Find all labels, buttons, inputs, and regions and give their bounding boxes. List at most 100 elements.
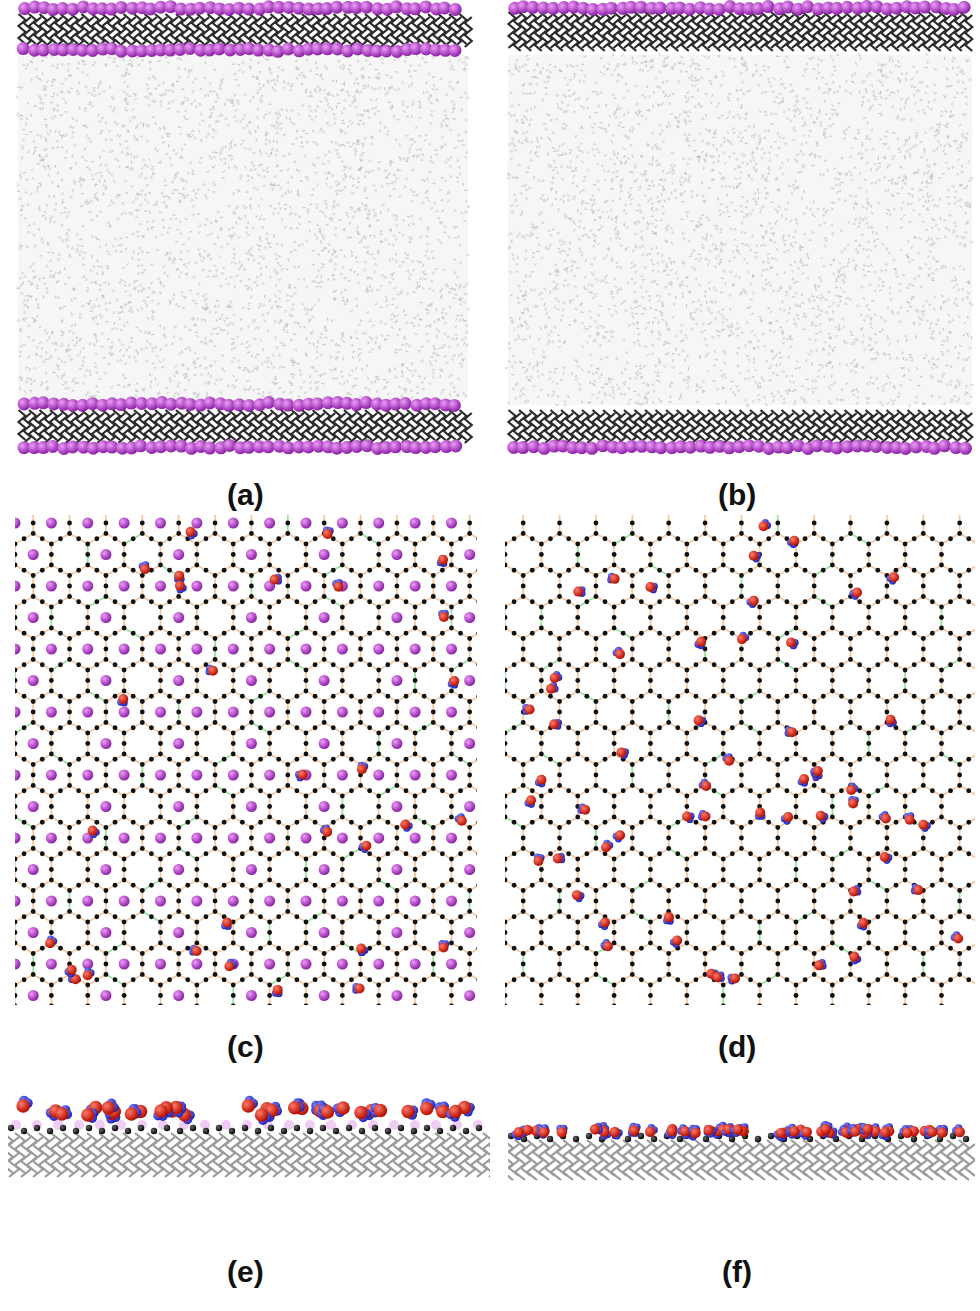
- panel-label-holder: (f): [722, 1255, 752, 1288]
- panel-label-holder: (b): [718, 478, 756, 511]
- molecule: [533, 853, 544, 865]
- molecule: [775, 1128, 787, 1141]
- molecule: [924, 1125, 937, 1138]
- molecule: [879, 811, 891, 823]
- molecule: [221, 918, 232, 930]
- surface-side-view: [8, 1096, 490, 1177]
- panel-label-holder: (d): [718, 1030, 756, 1063]
- molecule: [357, 762, 368, 775]
- molecule: [847, 1124, 860, 1137]
- molecule: [645, 1124, 658, 1137]
- molecule: [45, 936, 57, 949]
- panel-label-holder: (c): [227, 1030, 264, 1063]
- panel-label-holder: (e): [227, 1255, 264, 1288]
- molecule: [860, 1123, 873, 1134]
- molecule: [607, 573, 619, 584]
- top-slab: [508, 0, 972, 51]
- molecule: [952, 1124, 965, 1137]
- molecule: [556, 1125, 567, 1138]
- molecule: [573, 586, 585, 597]
- molecule: [698, 810, 711, 821]
- molecule: [613, 830, 625, 842]
- molecule: [272, 985, 283, 997]
- panel-label: (e): [227, 1255, 264, 1288]
- molecule: [359, 841, 371, 853]
- molecule: [699, 779, 712, 791]
- molecule: [323, 527, 334, 539]
- molecule: [689, 1125, 701, 1138]
- molecule: [850, 587, 863, 599]
- molecule: [356, 944, 368, 956]
- molecule: [438, 610, 449, 622]
- molecule: [663, 912, 674, 924]
- molecule: [420, 1098, 436, 1115]
- molecule: [629, 1123, 641, 1136]
- molecule: [332, 579, 343, 592]
- molecule: [677, 1124, 690, 1137]
- molecule: [455, 813, 467, 826]
- molecule: [924, 1127, 937, 1139]
- molecule: [820, 1121, 832, 1134]
- molecule: [749, 551, 762, 563]
- molecule: [848, 796, 859, 808]
- molecule: [730, 1124, 743, 1137]
- molecule: [645, 582, 658, 593]
- molecule: [787, 1124, 800, 1137]
- molecule: [849, 952, 861, 965]
- molecule: [295, 770, 308, 782]
- molecule: [400, 819, 412, 831]
- molecule: [550, 671, 563, 683]
- molecule: [704, 1125, 717, 1136]
- molecule: [786, 637, 799, 649]
- panel-label: (a): [227, 478, 264, 511]
- molecule: [139, 561, 150, 574]
- molecule: [270, 574, 282, 585]
- molecule: [522, 704, 534, 715]
- molecule: [117, 694, 128, 707]
- molecule: [55, 1105, 72, 1121]
- molecule: [878, 1127, 890, 1140]
- molecule: [524, 795, 536, 808]
- water-region: [505, 53, 974, 408]
- molecule: [320, 824, 332, 836]
- molecule: [849, 885, 862, 896]
- molecule: [746, 596, 758, 608]
- molecule: [333, 1101, 350, 1117]
- molecule: [886, 715, 897, 728]
- surface-side-view: [508, 1121, 975, 1180]
- panel-label: (c): [227, 1030, 264, 1063]
- bottom-slab: [507, 410, 972, 455]
- molecule: [354, 1106, 371, 1123]
- molecule: [951, 931, 963, 943]
- molecule: [317, 1104, 334, 1119]
- molecule: [846, 783, 858, 795]
- molecule: [737, 632, 749, 644]
- molecule: [437, 555, 448, 568]
- molecule: [546, 682, 559, 694]
- molecule: [189, 945, 202, 956]
- molecule: [255, 1108, 272, 1125]
- molecule: [816, 811, 829, 823]
- molecule: [918, 820, 930, 832]
- molecule: [722, 753, 734, 766]
- molecule: [911, 884, 924, 895]
- molecule: [694, 637, 706, 650]
- molecule: [511, 1127, 524, 1140]
- molecule: [578, 803, 591, 814]
- molecule: [242, 1096, 258, 1113]
- molecule: [613, 647, 625, 659]
- molecule: [83, 968, 95, 981]
- top-slab: [17, 0, 472, 58]
- molecule: [755, 808, 766, 820]
- molecule: [728, 973, 740, 984]
- molecule: [224, 959, 236, 971]
- molecule: [781, 812, 793, 824]
- molecule: [857, 918, 869, 931]
- molecule: [538, 1124, 550, 1137]
- molecule: [401, 1105, 418, 1120]
- molecule: [549, 719, 561, 730]
- molecule: [904, 812, 915, 824]
- surface-top-view: [15, 515, 477, 1005]
- molecule: [446, 1105, 462, 1122]
